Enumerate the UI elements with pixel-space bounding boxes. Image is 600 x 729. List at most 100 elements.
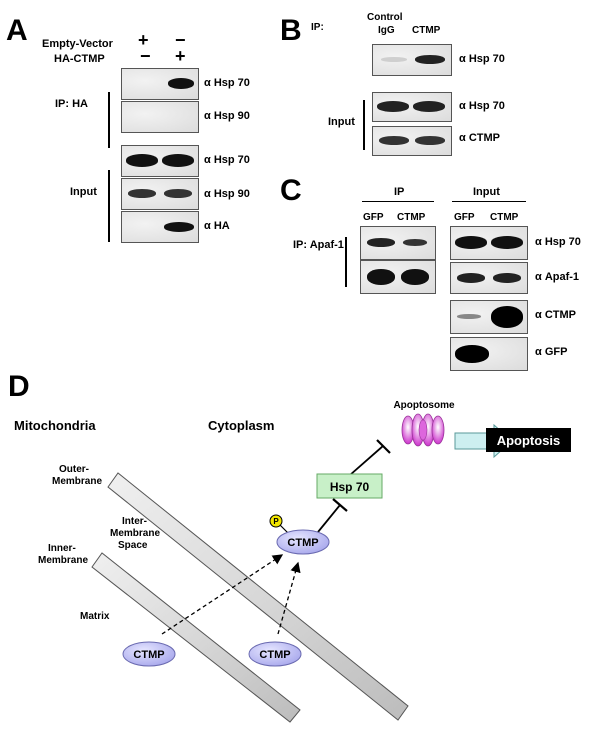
matrix-label: Matrix <box>80 611 110 622</box>
band <box>381 57 407 62</box>
panel-b-letter: B <box>280 14 302 47</box>
band <box>379 136 409 145</box>
phospho-text: P <box>273 517 279 526</box>
input-a-bracket <box>108 170 110 242</box>
input-b-bracket <box>363 100 365 150</box>
mitochondria-text: Mitochondria <box>14 418 96 433</box>
antibody-c-1: α Hsp 70 <box>535 236 581 248</box>
inner-membrane <box>91 552 301 723</box>
ctmp-col-b: CTMP <box>412 25 441 36</box>
intermem-label-2: Membrane <box>110 528 160 539</box>
panel-a-letter: A <box>6 14 28 47</box>
blot-c-in-hsp70 <box>450 226 528 260</box>
blot-a-hsp70-ip <box>121 68 199 100</box>
blot-b-hsp70-ip <box>372 44 452 76</box>
antibody-b-3: α CTMP <box>459 132 500 144</box>
band <box>126 154 158 167</box>
ctmp-text-top: CTMP <box>287 537 318 549</box>
outer-membrane <box>107 472 409 721</box>
inner-label-2: Membrane <box>38 555 88 566</box>
ctmp-ellipse-top <box>276 529 330 555</box>
band <box>367 238 395 247</box>
sign-a-r1c2: − <box>175 30 186 50</box>
ctmp-ellipse-left <box>122 641 176 667</box>
band <box>168 78 194 89</box>
blot-a-hsp70-input <box>121 145 199 177</box>
blot-b-hsp70-input <box>372 92 452 122</box>
inhibit-hsp70-apoptosome <box>349 445 384 476</box>
input-label-b: Input <box>328 116 355 128</box>
antibody-b-1: α Hsp 70 <box>459 53 505 65</box>
apoptosis-box <box>486 428 571 452</box>
band <box>493 273 521 283</box>
antibody-a-3: α Hsp 70 <box>204 154 250 166</box>
band <box>413 101 445 112</box>
band <box>455 236 487 249</box>
ip-header-line <box>362 201 434 202</box>
ip-apaf-label: IP: Apaf-1 <box>293 239 344 251</box>
col-c-1: GFP <box>363 212 384 223</box>
apoptosome-icon <box>401 413 445 447</box>
blot-a-ha-input <box>121 211 199 243</box>
panel-d-letter: D <box>8 370 30 403</box>
phospho-circle <box>269 514 283 528</box>
band <box>457 273 485 283</box>
hsp70-text: Hsp 70 <box>330 480 370 494</box>
blot-a-hsp90-ip <box>121 101 199 133</box>
band <box>415 136 445 145</box>
band <box>457 314 481 319</box>
band <box>164 189 192 198</box>
ip-label-b: IP: <box>311 22 324 33</box>
input-header-c: Input <box>473 186 500 198</box>
dashed-arrow-1 <box>161 554 284 635</box>
panel-c-letter: C <box>280 174 302 207</box>
ctmp-text-left: CTMP <box>133 649 164 661</box>
ha-ctmp-label: HA-CTMP <box>54 53 105 65</box>
col-c-4: CTMP <box>490 212 519 223</box>
apoptosis-text: Apoptosis <box>497 433 561 448</box>
intermem-label-3: Space <box>118 540 148 551</box>
band <box>455 345 489 363</box>
outer-label-2: Membrane <box>52 476 102 487</box>
sign-a-r2c1: − <box>140 46 151 66</box>
blot-c-in-ctmp <box>450 300 528 334</box>
ip-header-c: IP <box>394 186 405 198</box>
input-label-a: Input <box>70 186 97 198</box>
inhibit-bar-1 <box>332 498 348 512</box>
blot-c-ip-hsp70 <box>360 226 436 260</box>
blot-c-ip-apaf1 <box>360 260 436 294</box>
ip-apaf-bracket <box>345 237 347 287</box>
band <box>367 269 395 285</box>
ctmp-ellipse-right <box>248 641 302 667</box>
blot-a-hsp90-input <box>121 178 199 210</box>
control-label: Control <box>367 12 403 23</box>
empty-vector-label: Empty-Vector <box>42 38 113 50</box>
antibody-c-2: α Apaf-1 <box>535 271 580 283</box>
antibody-a-1: α Hsp 70 <box>204 77 250 89</box>
blot-b-ctmp-input <box>372 126 452 156</box>
dashed-arrow-2 <box>277 561 301 635</box>
input-header-line <box>452 201 526 202</box>
blot-c-in-apaf1 <box>450 262 528 294</box>
antibody-a-5: α HA <box>204 220 230 232</box>
hsp70-box <box>316 473 383 499</box>
inhibit-bar-2 <box>376 439 391 454</box>
sign-a-r1c1: + <box>138 30 149 50</box>
antibody-a-2: α Hsp 90 <box>204 110 250 122</box>
col-c-3: GFP <box>454 212 475 223</box>
blot-c-in-gfp <box>450 337 528 371</box>
band <box>128 189 156 198</box>
cytoplasm-text: Cytoplasm <box>208 418 274 433</box>
outer-label-1: Outer- <box>59 464 89 475</box>
band <box>491 306 523 328</box>
sign-a-r2c2: + <box>175 46 186 66</box>
intermem-label-1: Inter- <box>122 516 147 527</box>
col-c-2: CTMP <box>397 212 426 223</box>
inhibit-ctmp-hsp70 <box>317 504 341 533</box>
antibody-c-4: α GFP <box>535 346 568 358</box>
band <box>164 222 194 232</box>
band <box>401 269 429 285</box>
antibody-a-4: α Hsp 90 <box>204 188 250 200</box>
ip-ha-label: IP: HA <box>55 98 88 110</box>
